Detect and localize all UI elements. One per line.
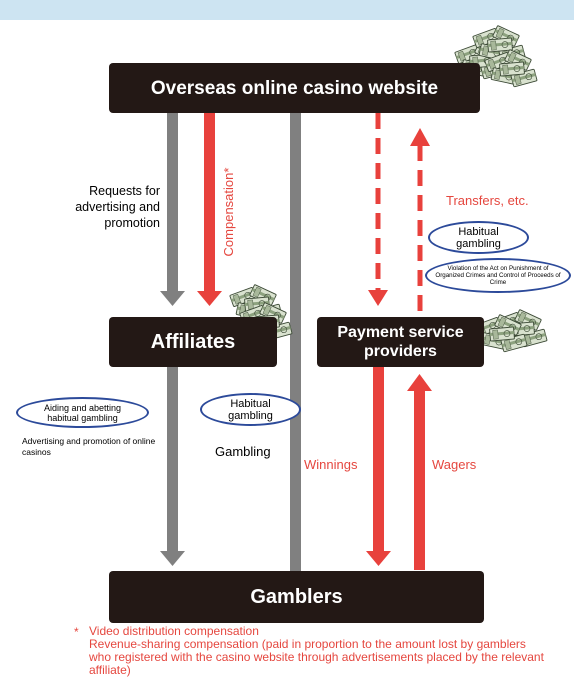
- arrow-casino-to-payment: [368, 113, 388, 306]
- advertising-label: Advertising and promotion of online casi…: [22, 436, 156, 457]
- footnote-line-2: Revenue-sharing compensation (paid in pr…: [89, 637, 544, 677]
- header-band: [0, 0, 574, 20]
- habitual-gambling-affiliate-oval: Habitual gambling: [200, 393, 301, 426]
- footnote-line-1: Video distribution compensation: [89, 624, 259, 638]
- transfers-label: Transfers, etc.: [446, 193, 529, 208]
- compensation-label: Compensation*: [221, 167, 236, 257]
- gambling-label: Gambling: [215, 444, 271, 459]
- arrow-requests: [160, 113, 185, 306]
- arrow-transfers: [410, 128, 430, 312]
- money-stack-icon: [475, 309, 547, 351]
- wagers-label: Wagers: [432, 457, 477, 472]
- casino-website-node: Overseas online casino website: [109, 63, 480, 113]
- arrow-wagers: [407, 374, 432, 570]
- payment-providers-node: Payment service providers: [317, 317, 484, 367]
- winnings-label: Winnings: [304, 457, 358, 472]
- footnote-marker: *: [74, 625, 79, 639]
- organized-crimes-oval: Violation of the Act on Punishment of Or…: [425, 258, 571, 293]
- requests-label: Requests for advertising and promotion: [75, 184, 160, 230]
- aiding-abetting-oval: Aiding and abetting habitual gambling: [16, 397, 149, 428]
- arrow-compensation: [197, 111, 222, 306]
- line-gambling: [290, 111, 301, 571]
- gamblers-node: Gamblers: [109, 571, 484, 623]
- affiliates-node: Affiliates: [109, 317, 277, 367]
- arrow-advertising: [160, 367, 185, 566]
- arrow-winnings: [366, 367, 391, 566]
- habitual-gambling-payment-oval: Habitual gambling: [428, 221, 529, 254]
